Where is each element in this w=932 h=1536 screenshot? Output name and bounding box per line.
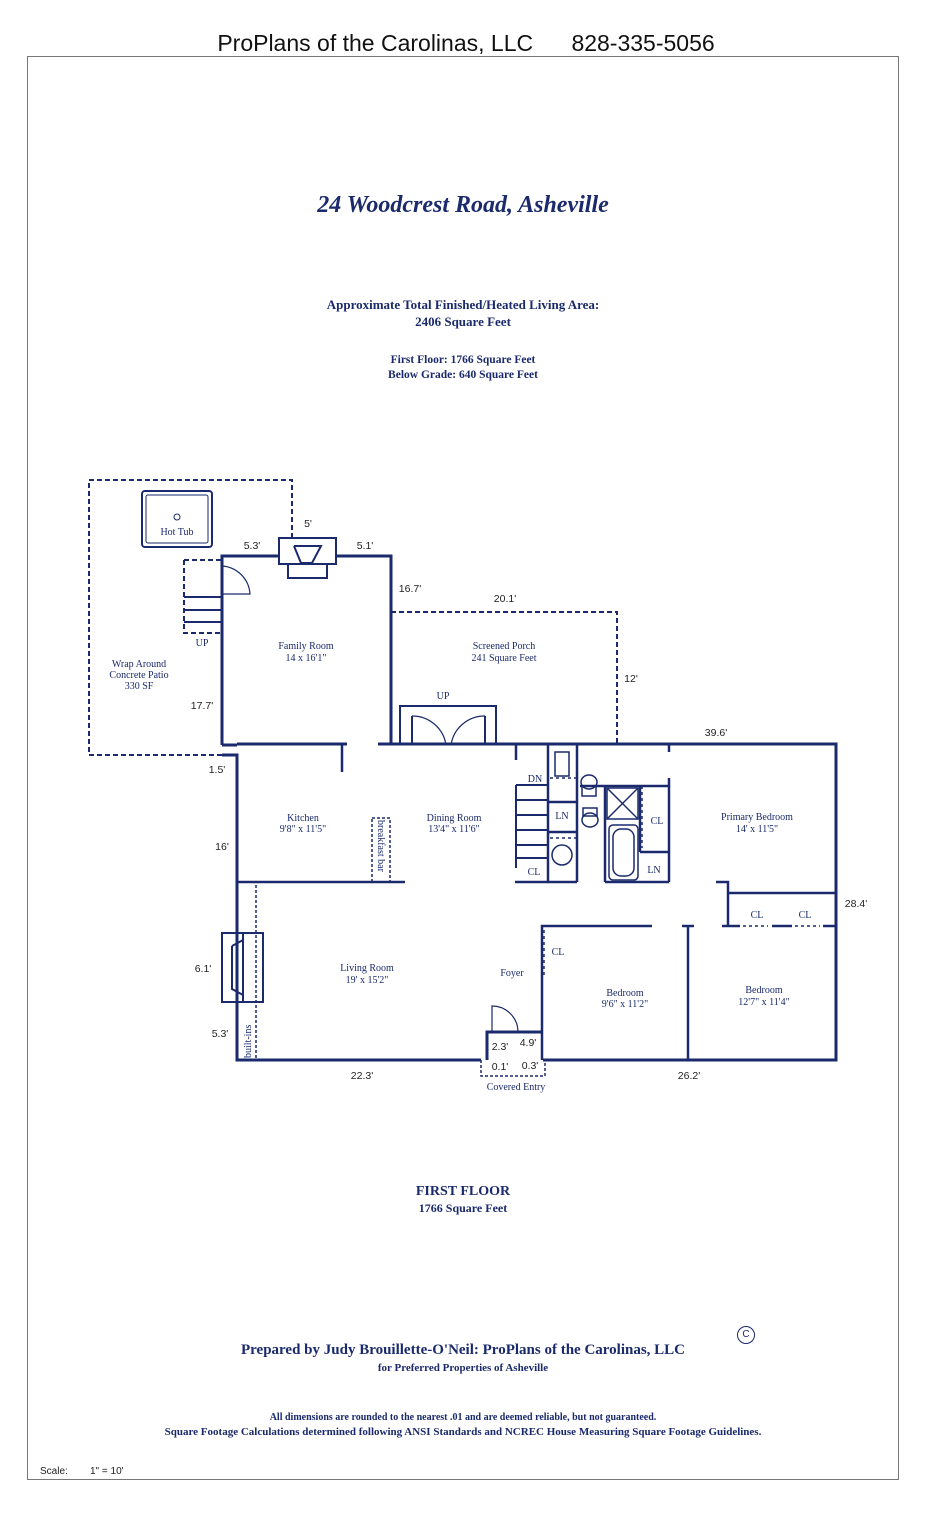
living-room-size: 19' x 15'2" [346,975,389,986]
patio-label-1: Wrap Around [112,659,166,670]
dim-label: 20.1' [494,593,516,605]
dim-label: 4.9' [520,1037,537,1049]
dim-label: 26.2' [678,1070,700,1082]
dim-label: 0.3' [522,1060,539,1072]
dim-label: 39.6' [705,727,727,739]
kitchen-size: 9'8" x 11'5" [280,824,326,835]
patio-outline [88,479,293,756]
total-area: Approximate Total Finished/Heated Living… [27,296,899,330]
foyer-label: Foyer [500,968,524,979]
floor-caption: FIRST FLOOR 1766 Square Feet [27,1184,899,1216]
total-area-label: Approximate Total Finished/Heated Living… [326,297,600,312]
dining-room-label: Dining Room [427,813,482,824]
main-exterior [222,742,838,1062]
built-ins-label: built-ins [243,1025,254,1058]
breakfast-bar-label: breakfast bar [375,820,386,873]
basement-stairs [515,784,548,868]
property-title: 24 Woodcrest Road, Asheville [317,192,609,218]
stairs-down-label: DN [528,774,542,785]
dim-label: 5.1' [357,540,374,552]
dim-label: 16' [215,841,229,853]
prepared-for: for Preferred Properties of Asheville [377,1362,549,1374]
below-grade-area: Below Grade: 640 Square Feet [388,369,538,381]
floor-area: 1766 Square Feet [418,1201,508,1215]
closet-label-primary-2: CL [799,910,812,921]
dim-label: 6.1' [195,963,212,975]
hot-tub-label: Hot Tub [160,527,193,538]
bedroom-2-size: 9'6" x 11'2" [602,999,648,1010]
bedroom-3-label: Bedroom [745,985,782,996]
dim-label: 17.7' [191,700,213,712]
hot-tub [141,490,213,548]
dining-room-size: 13'4" x 11'6" [428,824,479,835]
bedroom-3-size: 12'7" x 11'4" [738,997,789,1008]
total-area-value: 2406 Square Feet [415,314,511,329]
living-room-label: Living Room [340,963,394,974]
patio-stairs-up-label: UP [196,638,209,649]
area-breakdown: First Floor: 1766 Square Feet Below Grad… [27,353,899,383]
phone-number: 828-335-5056 [571,30,715,56]
entry-walls [485,1030,542,1060]
scale-label: Scale: [40,1466,68,1477]
primary-bedroom-label: Primary Bedroom [721,812,793,823]
dim-label: 12' [624,673,638,685]
dim-label: 5.3' [244,540,261,552]
first-floor-area: First Floor: 1766 Square Feet [390,354,536,366]
disclaimer: All dimensions are rounded to the neares… [27,1411,899,1439]
patio-stairs [184,596,222,623]
linen-closet-label-1: LN [555,811,568,822]
disclaimer-line-2: Square Footage Calculations determined f… [164,1426,762,1438]
company-name: ProPlans of the Carolinas, LLC [217,30,534,56]
kitchen-label: Kitchen [287,813,319,824]
scale-value: 1" = 10' [90,1466,124,1477]
header: ProPlans of the Carolinas, LLC 828-335-5… [0,30,932,57]
primary-bedroom-size: 14' x 11'5" [736,824,778,835]
dim-label: 0.1' [492,1061,509,1073]
patio-label-3: 330 SF [125,681,154,692]
prepared-by: Prepared by Judy Brouillette-O'Neil: Pro… [240,1342,686,1358]
porch-doors [399,705,497,746]
living-fireplace [221,932,264,1003]
disclaimer-line-1: All dimensions are rounded to the neares… [269,1412,657,1423]
family-room-walls [220,554,393,745]
copyright-icon: C [737,1326,755,1344]
built-ins-outline [237,885,257,1058]
porch-up-label: UP [437,691,450,702]
closet-label-bedroom: CL [552,947,565,958]
breakfast-bar [371,817,391,883]
screened-porch-size: 241 Square Feet [472,653,537,664]
covered-entry-outline [480,1060,546,1077]
family-fireplace [278,537,337,579]
interior-walls [237,745,836,1060]
bedroom-2-label: Bedroom [606,988,643,999]
dim-label: 1.5' [209,764,226,776]
covered-entry-label: Covered Entry [487,1082,546,1093]
porch-outline [391,611,618,745]
patio-label-2: Concrete Patio [109,670,168,681]
family-door [221,565,251,595]
family-room-size: 14 x 16'1" [286,653,327,664]
floor-title: FIRST FLOOR [415,1184,511,1199]
dim-label: 5.3' [212,1028,229,1040]
dim-label: 5' [304,518,312,530]
closet-doors [543,777,820,975]
screened-porch-label: Screened Porch [473,641,535,652]
closet-label-bath: CL [651,816,664,827]
dim-label: 28.4' [845,898,867,910]
dim-label: 16.7' [399,583,421,595]
family-room-label: Family Room [278,641,334,652]
dim-label: 22.3' [351,1070,373,1082]
entry-door [491,1005,519,1033]
closet-label-hall: CL [528,867,541,878]
bath-fixtures [551,751,639,881]
page-frame [27,56,899,1480]
dim-label: 2.3' [492,1041,509,1053]
closet-label-primary-1: CL [751,910,764,921]
linen-closet-label-2: LN [647,865,660,876]
